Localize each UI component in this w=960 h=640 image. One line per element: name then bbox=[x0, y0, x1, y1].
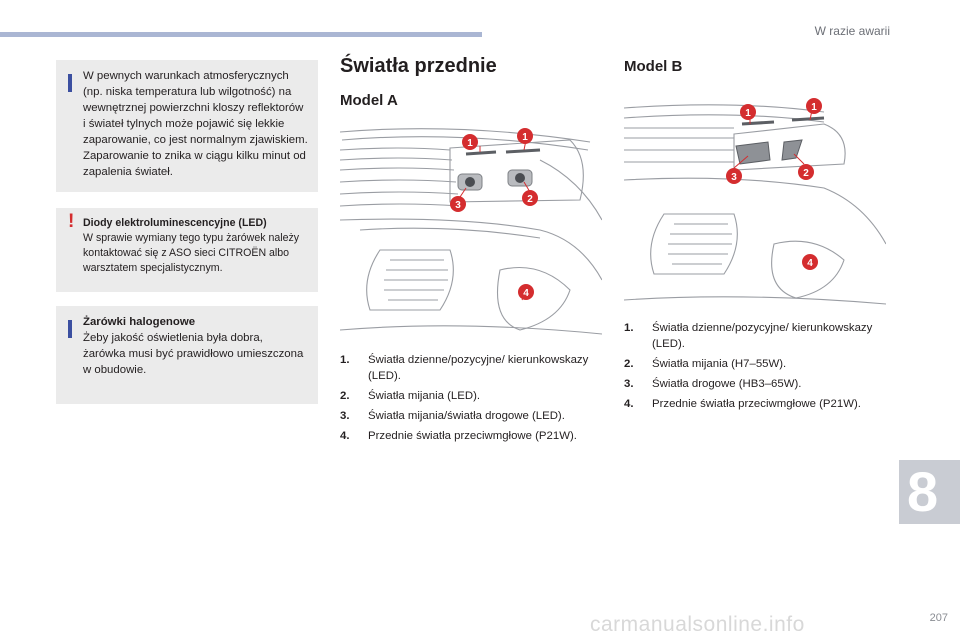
legend-item: 2. Światła mijania (H7–55W). bbox=[624, 356, 886, 372]
warning-icon: ! bbox=[68, 211, 75, 232]
legend-number: 2. bbox=[340, 390, 350, 402]
callout-marker bbox=[726, 168, 742, 184]
info-note-halogen: Żarówki halogenowe Żeby jakość oświetlen… bbox=[56, 306, 318, 404]
page-title: Światła przednie bbox=[340, 55, 497, 77]
callout-label: 3 bbox=[455, 200, 461, 211]
info-note-text: Żeby jakość oświetlenia była dobra, żaró… bbox=[83, 332, 304, 376]
callout-label: 3 bbox=[731, 172, 737, 183]
info-note-title: Żarówki halogenowe bbox=[83, 316, 196, 328]
model-a-callouts: 1 1 2 3 4 bbox=[450, 128, 538, 300]
model-b-title: Model B bbox=[624, 58, 683, 75]
legend-text: Przednie światła przeciwmgłowe (P21W). bbox=[368, 430, 577, 442]
callout-marker bbox=[802, 254, 818, 270]
section-header: W razie awarii bbox=[814, 24, 890, 38]
legend-item: 1. Światła dzienne/pozycyjne/ kierunkowsk… bbox=[624, 320, 886, 352]
callout-label: 2 bbox=[527, 194, 533, 205]
page-number: 207 bbox=[929, 612, 948, 624]
watermark: carmanualsonline.info bbox=[590, 613, 805, 636]
legend-number: 4. bbox=[340, 430, 350, 442]
legend-text: Światła mijania (LED). bbox=[368, 390, 481, 402]
callout-label: 2 bbox=[803, 168, 809, 179]
legend-text: Przednie światła przeciwmgłowe (P21W). bbox=[652, 398, 861, 410]
legend-text: Światła drogowe (HB3–65W). bbox=[652, 378, 802, 390]
info-icon bbox=[68, 320, 72, 338]
model-b-callouts: 1 1 2 3 4 bbox=[726, 98, 822, 270]
legend-number: 3. bbox=[624, 378, 634, 390]
legend-text: Światła mijania/światła drogowe (LED). bbox=[368, 410, 565, 422]
legend-number: 1. bbox=[340, 354, 350, 366]
chapter-number: 8 bbox=[907, 460, 939, 523]
warning-note-title: Diody elektroluminescencyjne (LED) bbox=[83, 217, 267, 229]
legend-item: 2. Światła mijania (LED). bbox=[340, 388, 602, 404]
legend-number: 2. bbox=[624, 358, 634, 370]
legend-item: 4. Przednie światła przeciwmgłowe (P21W). bbox=[340, 428, 602, 444]
callout-marker bbox=[806, 98, 822, 114]
warning-note-text: W sprawie wymiany tego typu żarówek nale… bbox=[83, 232, 300, 274]
info-note-fogging: W pewnych warunkach atmosferycznych (np.… bbox=[56, 60, 318, 192]
legend-text: Światła dzienne/pozycyjne/ kierunkowskaz… bbox=[368, 354, 589, 382]
callout-label: 4 bbox=[807, 258, 813, 269]
legend-text: Światła mijania (H7–55W). bbox=[652, 358, 787, 370]
callout-label: 1 bbox=[522, 132, 528, 143]
callout-label: 1 bbox=[811, 102, 817, 113]
chapter-tab: 8 bbox=[899, 460, 960, 524]
legend-number: 4. bbox=[624, 398, 634, 410]
callout-marker bbox=[450, 196, 466, 212]
callout-label: 4 bbox=[523, 288, 529, 299]
callout-marker bbox=[740, 104, 756, 120]
callout-marker bbox=[517, 128, 533, 144]
legend-item: 1. Światła dzienne/pozycyjne/ kierunkowsk… bbox=[340, 352, 602, 384]
callout-marker bbox=[518, 284, 534, 300]
info-note-text: W pewnych warunkach atmosferycznych (np.… bbox=[83, 70, 308, 178]
legend-number: 1. bbox=[624, 322, 634, 334]
legend-item: 3. Światła drogowe (HB3–65W). bbox=[624, 376, 886, 392]
warning-note-led: ! Diody elektroluminescencyjne (LED) W s… bbox=[56, 208, 318, 292]
top-accent-bar bbox=[0, 32, 482, 37]
legend-item: 4. Przednie światła przeciwmgłowe (P21W). bbox=[624, 396, 886, 412]
callout-label: 1 bbox=[745, 108, 751, 119]
model-b-legend: 1. Światła dzienne/pozycyjne/ kierunkowsk… bbox=[624, 320, 886, 416]
legend-text: Światła dzienne/pozycyjne/ kierunkowskaz… bbox=[652, 322, 873, 350]
callout-marker bbox=[462, 134, 478, 150]
model-b-headlamp-illustration: 1 1 2 3 4 bbox=[624, 94, 886, 312]
callout-marker bbox=[798, 164, 814, 180]
callout-marker bbox=[522, 190, 538, 206]
legend-item: 3. Światła mijania/światła drogowe (LED). bbox=[340, 408, 602, 424]
model-a-title: Model A bbox=[340, 92, 398, 109]
info-icon bbox=[68, 74, 72, 92]
callout-label: 1 bbox=[467, 138, 473, 149]
model-a-headlamp-illustration: 1 1 2 3 4 bbox=[340, 120, 602, 342]
legend-number: 3. bbox=[340, 410, 350, 422]
model-a-legend: 1. Światła dzienne/pozycyjne/ kierunkowsk… bbox=[340, 352, 602, 448]
